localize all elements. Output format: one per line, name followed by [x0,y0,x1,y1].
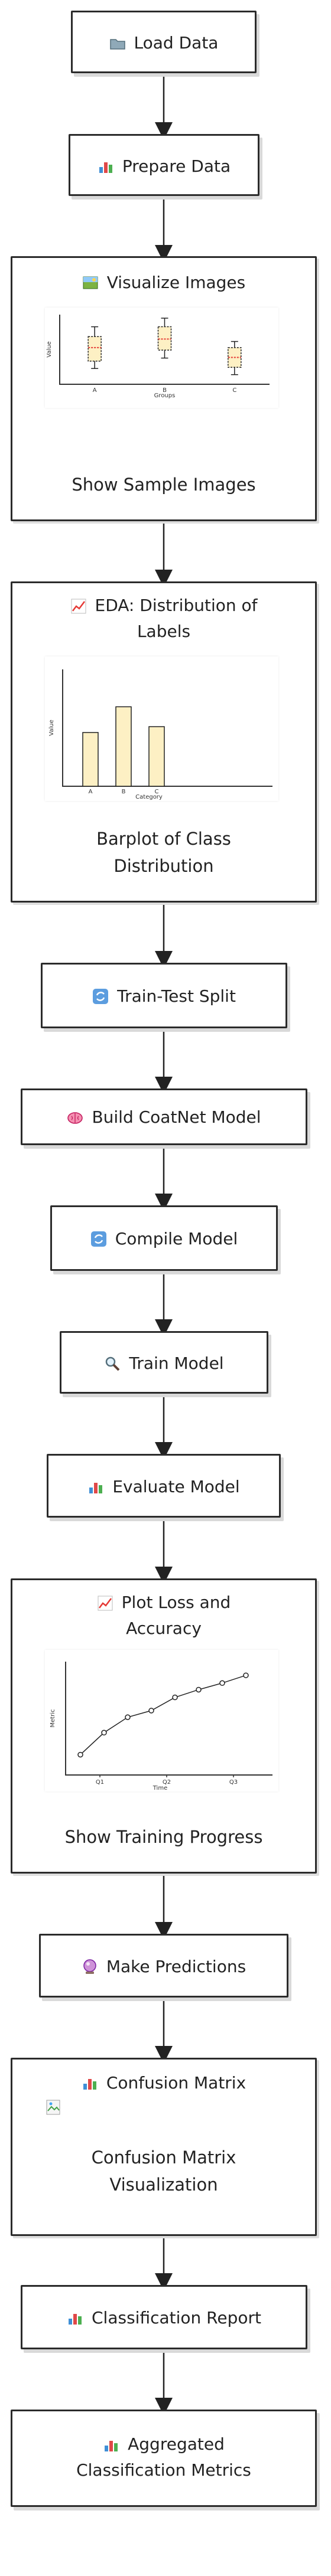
eda-caption-line1: Barplot of Class [96,829,231,849]
lineplot-ylabel: Metric [50,1709,56,1727]
folder-icon [109,39,125,50]
boxplot-box [157,326,172,351]
bar-chart-icon [83,2079,96,2090]
confusion-matrix-caption-line2: Visualization [109,2175,218,2195]
barplot-axes [62,669,272,787]
aggregated-metrics-node: Aggregated Classification Metrics [11,2410,317,2507]
line-chart-icon [98,1596,113,1611]
barplot-bar [82,732,99,787]
barplot-bar [115,706,132,787]
boxplot-box [87,336,102,362]
magnifier-icon [106,1356,120,1371]
confusion-matrix-label: Confusion Matrix [106,2073,246,2093]
compile-model-label: Compile Model [115,1229,238,1248]
lineplot-axes [65,1662,272,1776]
crystal-ball-icon [83,1959,96,1974]
train-model-label: Train Model [129,1354,224,1373]
load-data-node: Load Data [71,11,257,73]
aggregated-label-line1: Aggregated [128,2434,225,2454]
line-chart-icon [71,599,86,614]
eda-caption-line2: Distribution [113,856,214,876]
plot-loss-caption: Show Training Progress [64,1827,263,1847]
make-predictions-label: Make Predictions [106,1957,246,1976]
eda-label-line2: Labels [137,622,191,641]
lineplot-point [148,1708,154,1714]
train-test-split-node: Train-Test Split [41,963,287,1028]
cycle-icon [93,989,109,1004]
barplot-tick-label: A [89,789,93,795]
train-test-split-label: Train-Test Split [117,986,236,1006]
boxplot-axes [59,315,270,385]
lineplot-point [196,1686,202,1693]
barplot-tick-label: B [122,789,126,795]
lineplot-point [219,1680,225,1686]
boxplot-ylabel: Value [46,341,53,357]
confusion-matrix-caption-line1: Confusion Matrix [91,2147,236,2168]
evaluate-model-label: Evaluate Model [112,1477,240,1496]
bar-chart-icon [89,1483,103,1493]
broken-image-icon [46,2100,60,2115]
prepare-data-node: Prepare Data [69,134,259,196]
aggregated-label-line2: Classification Metrics [76,2460,251,2480]
visualize-images-label: Visualize Images [106,273,246,292]
boxplot-tick-label: C [232,387,236,394]
boxplot-tick-label: B [163,387,167,394]
cycle-icon [90,1231,106,1247]
barplot-bar [148,726,165,787]
brain-icon [67,1112,83,1124]
lineplot-point [172,1694,178,1701]
lineplot-series-line [80,1675,246,1756]
plot-loss-label-line1: Plot Loss and [121,1593,231,1612]
lineplot-tick-label: Q2 [163,1779,171,1786]
train-model-node: Train Model [60,1331,268,1394]
build-model-label: Build CoatNet Model [92,1107,261,1127]
load-data-label: Load Data [134,33,219,53]
plot-loss-label-line2: Accuracy [126,1619,202,1638]
confusion-matrix-node: Confusion Matrix Confusion Matrix Visual… [11,2058,317,2236]
evaluate-model-node: Evaluate Model [47,1454,281,1518]
make-predictions-node: Make Predictions [39,1934,288,1998]
eda-label-line1: EDA: Distribution of [95,596,258,615]
lineplot-tick-label: Q3 [229,1779,238,1786]
barplot-ylabel: Value [48,720,55,735]
lineplot-tick-label: Q1 [96,1779,104,1786]
classification-report-node: Classification Report [21,2285,307,2349]
bar-chart-icon [99,162,112,173]
boxplot-tick-label: A [93,387,97,394]
bar-chart-icon [105,2441,118,2451]
prepare-data-label: Prepare Data [122,156,231,176]
barplot-xlabel: Category [135,794,163,800]
boxplot-xlabel: Groups [154,393,176,399]
lineplot-point [243,1672,249,1678]
classification-report-label: Classification Report [92,2308,261,2327]
build-model-node: Build CoatNet Model [21,1088,307,1145]
bar-chart-icon [69,2314,82,2325]
lineplot-point [101,1730,107,1736]
barplot-tick-label: C [155,789,159,795]
picture-icon [83,276,98,289]
lineplot-point [77,1751,83,1758]
lineplot-xlabel: Time [152,1785,167,1792]
visualize-images-caption: Show Sample Images [72,475,256,495]
compile-model-node: Compile Model [50,1205,278,1271]
lineplot-point [125,1714,131,1720]
